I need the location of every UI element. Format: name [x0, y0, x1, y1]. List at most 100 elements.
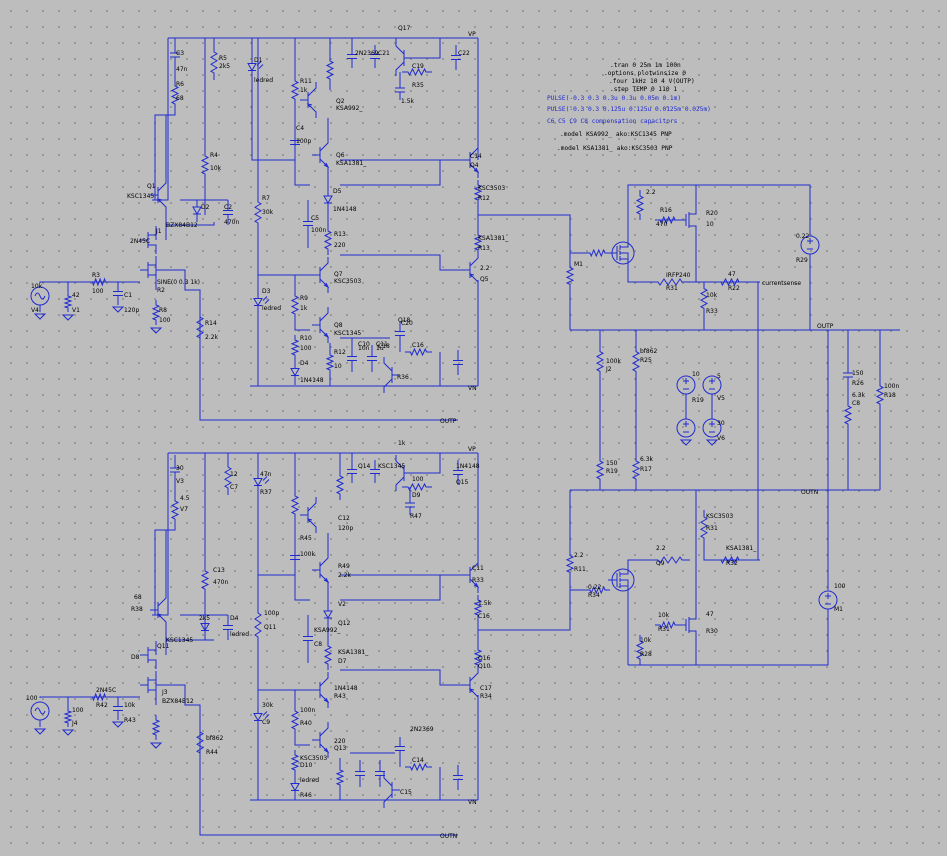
q18-transistor[interactable]	[383, 357, 400, 393]
wire[interactable]	[257, 645, 320, 691]
wire[interactable]	[340, 669, 462, 686]
r42-resistor[interactable]	[200, 565, 210, 595]
wire[interactable]	[340, 254, 462, 271]
spice-directive[interactable]: PULSE(-0.3 0.3 0.125u 0.125u 0.0125m 0.0…	[547, 106, 711, 113]
r28-resistor[interactable]	[585, 585, 610, 595]
wire[interactable]	[251, 85, 295, 161]
wire[interactable]	[627, 559, 650, 566]
r45-resistor[interactable]	[63, 707, 73, 727]
q13-transistor[interactable]	[312, 672, 330, 708]
c15b-capacitor[interactable]	[370, 460, 380, 483]
c13-capacitor[interactable]	[223, 615, 233, 640]
r20-resistor[interactable]	[655, 215, 680, 225]
r27-resistor[interactable]	[655, 620, 680, 630]
wire[interactable]	[628, 609, 829, 666]
q1-transistor[interactable]	[150, 177, 167, 213]
wire[interactable]	[257, 230, 320, 276]
r39-resistor[interactable]	[290, 490, 300, 520]
wire[interactable]	[340, 160, 441, 186]
r12-resistor[interactable]	[473, 180, 483, 205]
r31b-resistor[interactable]	[473, 595, 483, 620]
r13-resistor[interactable]	[323, 225, 333, 255]
r38-resistor[interactable]	[224, 460, 232, 495]
c6-capacitor[interactable]	[843, 360, 853, 390]
r23-resistor[interactable]	[635, 635, 645, 665]
j2-jfet[interactable]	[140, 256, 157, 284]
spice-directive[interactable]: .options plotwinsize 0	[604, 70, 686, 77]
r2-resistor[interactable]	[63, 292, 73, 312]
q12-transistor[interactable]	[300, 497, 317, 533]
r44-resistor[interactable]	[88, 692, 110, 702]
c12-capacitor[interactable]	[113, 697, 123, 720]
r36-resistor[interactable]	[405, 347, 432, 357]
r40-resistor[interactable]	[323, 640, 333, 670]
c8b-capacitor[interactable]	[290, 545, 300, 570]
r32-resistor[interactable]	[473, 645, 483, 670]
r5-resistor[interactable]	[210, 45, 218, 80]
r26-resistor[interactable]	[595, 455, 605, 485]
r47-resistor[interactable]	[290, 750, 300, 775]
wire[interactable]	[340, 575, 441, 601]
c17-capacitor[interactable]	[453, 765, 463, 790]
r29-resistor[interactable]	[715, 277, 745, 287]
q17-transistor[interactable]	[395, 40, 412, 76]
c2-capacitor[interactable]	[223, 200, 233, 225]
outp-feedback-wire[interactable]	[156, 269, 458, 421]
q11-transistor[interactable]	[312, 552, 330, 588]
r43b-resistor[interactable]	[254, 605, 262, 645]
top-output-node[interactable]	[478, 214, 571, 262]
spice-directive[interactable]: .tran 0 25m 1m 100n	[610, 62, 681, 69]
r25-resistor[interactable]	[595, 345, 605, 378]
q16-transistor[interactable]	[383, 772, 400, 808]
r3-resistor[interactable]	[88, 277, 110, 287]
r10-resistor-top[interactable]	[325, 55, 335, 85]
r7-resistor[interactable]	[254, 195, 262, 230]
d8-diode[interactable]	[200, 615, 210, 640]
d4b-led[interactable]	[253, 465, 270, 500]
c10-capacitor[interactable]	[347, 345, 357, 372]
r30-resistor[interactable]	[715, 555, 745, 565]
spice-directive[interactable]: .four 1kHz 10 4 V(OUTP)	[609, 78, 695, 85]
c22-capacitor[interactable]	[370, 45, 380, 68]
wire[interactable]	[627, 267, 650, 283]
wire[interactable]	[166, 222, 215, 226]
r18-resistor[interactable]	[843, 400, 853, 430]
wire[interactable]	[412, 453, 441, 474]
m-left-bottom-mosfet[interactable]	[608, 566, 635, 594]
r31-resistor[interactable]	[565, 262, 575, 290]
c19-capacitor[interactable]	[451, 45, 461, 70]
v5-voltage-source[interactable]	[676, 375, 696, 395]
m1-mosfet[interactable]	[680, 206, 697, 234]
m1b-mosfet[interactable]	[680, 611, 697, 639]
q14-transistor[interactable]	[312, 722, 330, 758]
r4-resistor[interactable]	[200, 150, 210, 180]
d3-led[interactable]	[253, 285, 270, 320]
q6-transistor[interactable]	[312, 137, 330, 173]
r22-resistor[interactable]	[699, 282, 709, 315]
wire[interactable]	[154, 110, 176, 200]
q5-transistor[interactable]	[462, 252, 479, 288]
r37-resistor[interactable]	[170, 495, 180, 525]
r14-resistor[interactable]	[196, 310, 204, 345]
d5-diode[interactable]	[323, 185, 333, 215]
q11b-transistor[interactable]	[150, 592, 167, 628]
wire[interactable]	[257, 500, 295, 576]
v4-voltage-source[interactable]	[800, 235, 820, 255]
bottom-output-node[interactable]	[478, 578, 571, 631]
wire[interactable]	[627, 184, 811, 239]
spice-directive[interactable]: PULSE(-0.3 0.3 0.3u 0.3u 0.05m 0.1m)	[547, 95, 681, 102]
c18-capacitor[interactable]	[395, 322, 405, 345]
c17b-capacitor[interactable]	[375, 760, 385, 787]
r19b-resistor[interactable]	[875, 380, 885, 410]
r49-resistor[interactable]	[196, 725, 204, 760]
spice-directive[interactable]: .step TEMP 0 110 1	[610, 86, 677, 93]
c16b-capacitor[interactable]	[453, 460, 463, 485]
r34c-resistor[interactable]	[650, 556, 690, 564]
r11b-resistor[interactable]	[700, 510, 708, 545]
c16c-capacitor[interactable]	[395, 737, 405, 760]
r50-resistor[interactable]	[335, 765, 345, 790]
q8-transistor[interactable]	[312, 307, 330, 343]
r33-resistor[interactable]	[650, 278, 690, 286]
j1-jfet[interactable]	[140, 226, 157, 254]
wire[interactable]	[745, 282, 759, 561]
